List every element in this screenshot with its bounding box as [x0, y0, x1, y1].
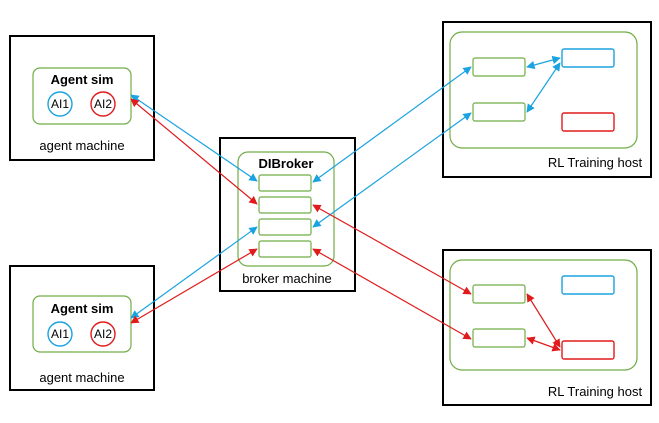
agent-machine-top: Agent sim AI1 AI2 agent machine — [9, 35, 155, 161]
link-agent-top-ai2-broker — [130, 98, 258, 205]
connections — [130, 55, 561, 352]
link-rl-bottom-slot2-red — [526, 336, 561, 352]
rl-host-top-box — [442, 21, 652, 178]
rl-bottom-blue-unit — [561, 275, 615, 295]
rl-bottom-slot-2 — [472, 328, 526, 348]
dibroker-title: DIBroker — [259, 156, 314, 171]
rl-host-bottom: RL Training host — [442, 249, 652, 406]
rl-bottom-red-unit — [561, 340, 615, 360]
broker-slot-4 — [258, 240, 312, 258]
agent-machine-top-box — [9, 35, 155, 161]
agent-bottom-ai1-node — [47, 321, 73, 347]
agent-machine-bottom-label: agent machine — [39, 370, 124, 385]
agent-top-ai1-node — [47, 91, 73, 117]
agent-top-ai2-label: AI2 — [94, 97, 112, 111]
agent-machine-top-label: agent machine — [39, 138, 124, 153]
broker-slot-3 — [258, 218, 312, 236]
rl-top-slot-1 — [472, 57, 526, 77]
link-broker-rl-bottom-slot2 — [312, 248, 472, 340]
rl-host-top: RL Training host — [442, 21, 652, 178]
rl-top-blue-unit — [561, 48, 615, 68]
agent-sim-top-title: Agent sim — [51, 72, 114, 87]
agent-sim-bottom-title: Agent sim — [51, 301, 114, 316]
agent-top-ai1-label: AI1 — [51, 97, 69, 111]
agent-bottom-ai2-node — [90, 321, 116, 347]
agent-sim-bottom — [32, 295, 132, 353]
agent-top-ai2-node — [90, 91, 116, 117]
link-agent-bottom-ai2-broker — [130, 248, 258, 324]
broker-slot-1 — [258, 174, 312, 192]
broker-slot-2 — [258, 196, 312, 214]
rl-host-bottom-box — [442, 249, 652, 406]
rl-top-slot-2 — [472, 102, 526, 122]
agent-bottom-ai2-label: AI2 — [94, 327, 112, 341]
agent-machine-bottom-box — [9, 265, 155, 391]
agent-machine-bottom: Agent sim AI1 AI2 agent machine — [9, 265, 155, 391]
rl-top-red-unit — [561, 112, 615, 132]
broker-machine-label: broker machine — [242, 271, 332, 286]
broker-machine: DIBroker broker machine — [219, 137, 356, 292]
link-rl-top-slot2-blue — [526, 62, 561, 113]
agent-bottom-ai1-label: AI1 — [51, 327, 69, 341]
rl-host-bottom-label: RL Training host — [548, 384, 643, 399]
rl-host-top-label: RL Training host — [548, 155, 643, 170]
rl-bottom-slot-1 — [472, 284, 526, 304]
